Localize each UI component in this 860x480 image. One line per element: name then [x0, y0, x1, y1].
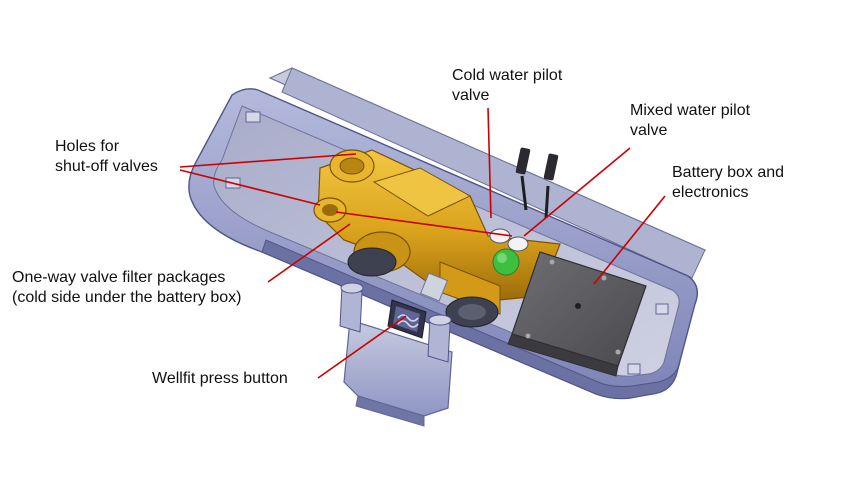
cold-water-pilot-valve-label: Cold water pilot valve [452, 67, 563, 104]
wellfit-tray [343, 319, 453, 427]
battery-box [507, 251, 647, 377]
pilot-valves [489, 228, 529, 276]
shut-off-valve-holes-label: Holes for shut-off valves [55, 138, 158, 175]
housing-back-wall [268, 67, 707, 279]
wellfit-press-button-label: Wellfit press button [152, 370, 288, 387]
mixed-water-pilot-valve-label: Mixed water pilot valve [630, 102, 751, 139]
cable-connectors [515, 147, 559, 219]
leader-lines [179, 107, 666, 379]
one-way-valve-filter-label: One-way valve filter packages (cold side… [12, 269, 242, 306]
front-posts [339, 282, 452, 363]
battery-box-label: Battery box and electronics [672, 164, 785, 201]
wellfit-button [387, 299, 427, 339]
